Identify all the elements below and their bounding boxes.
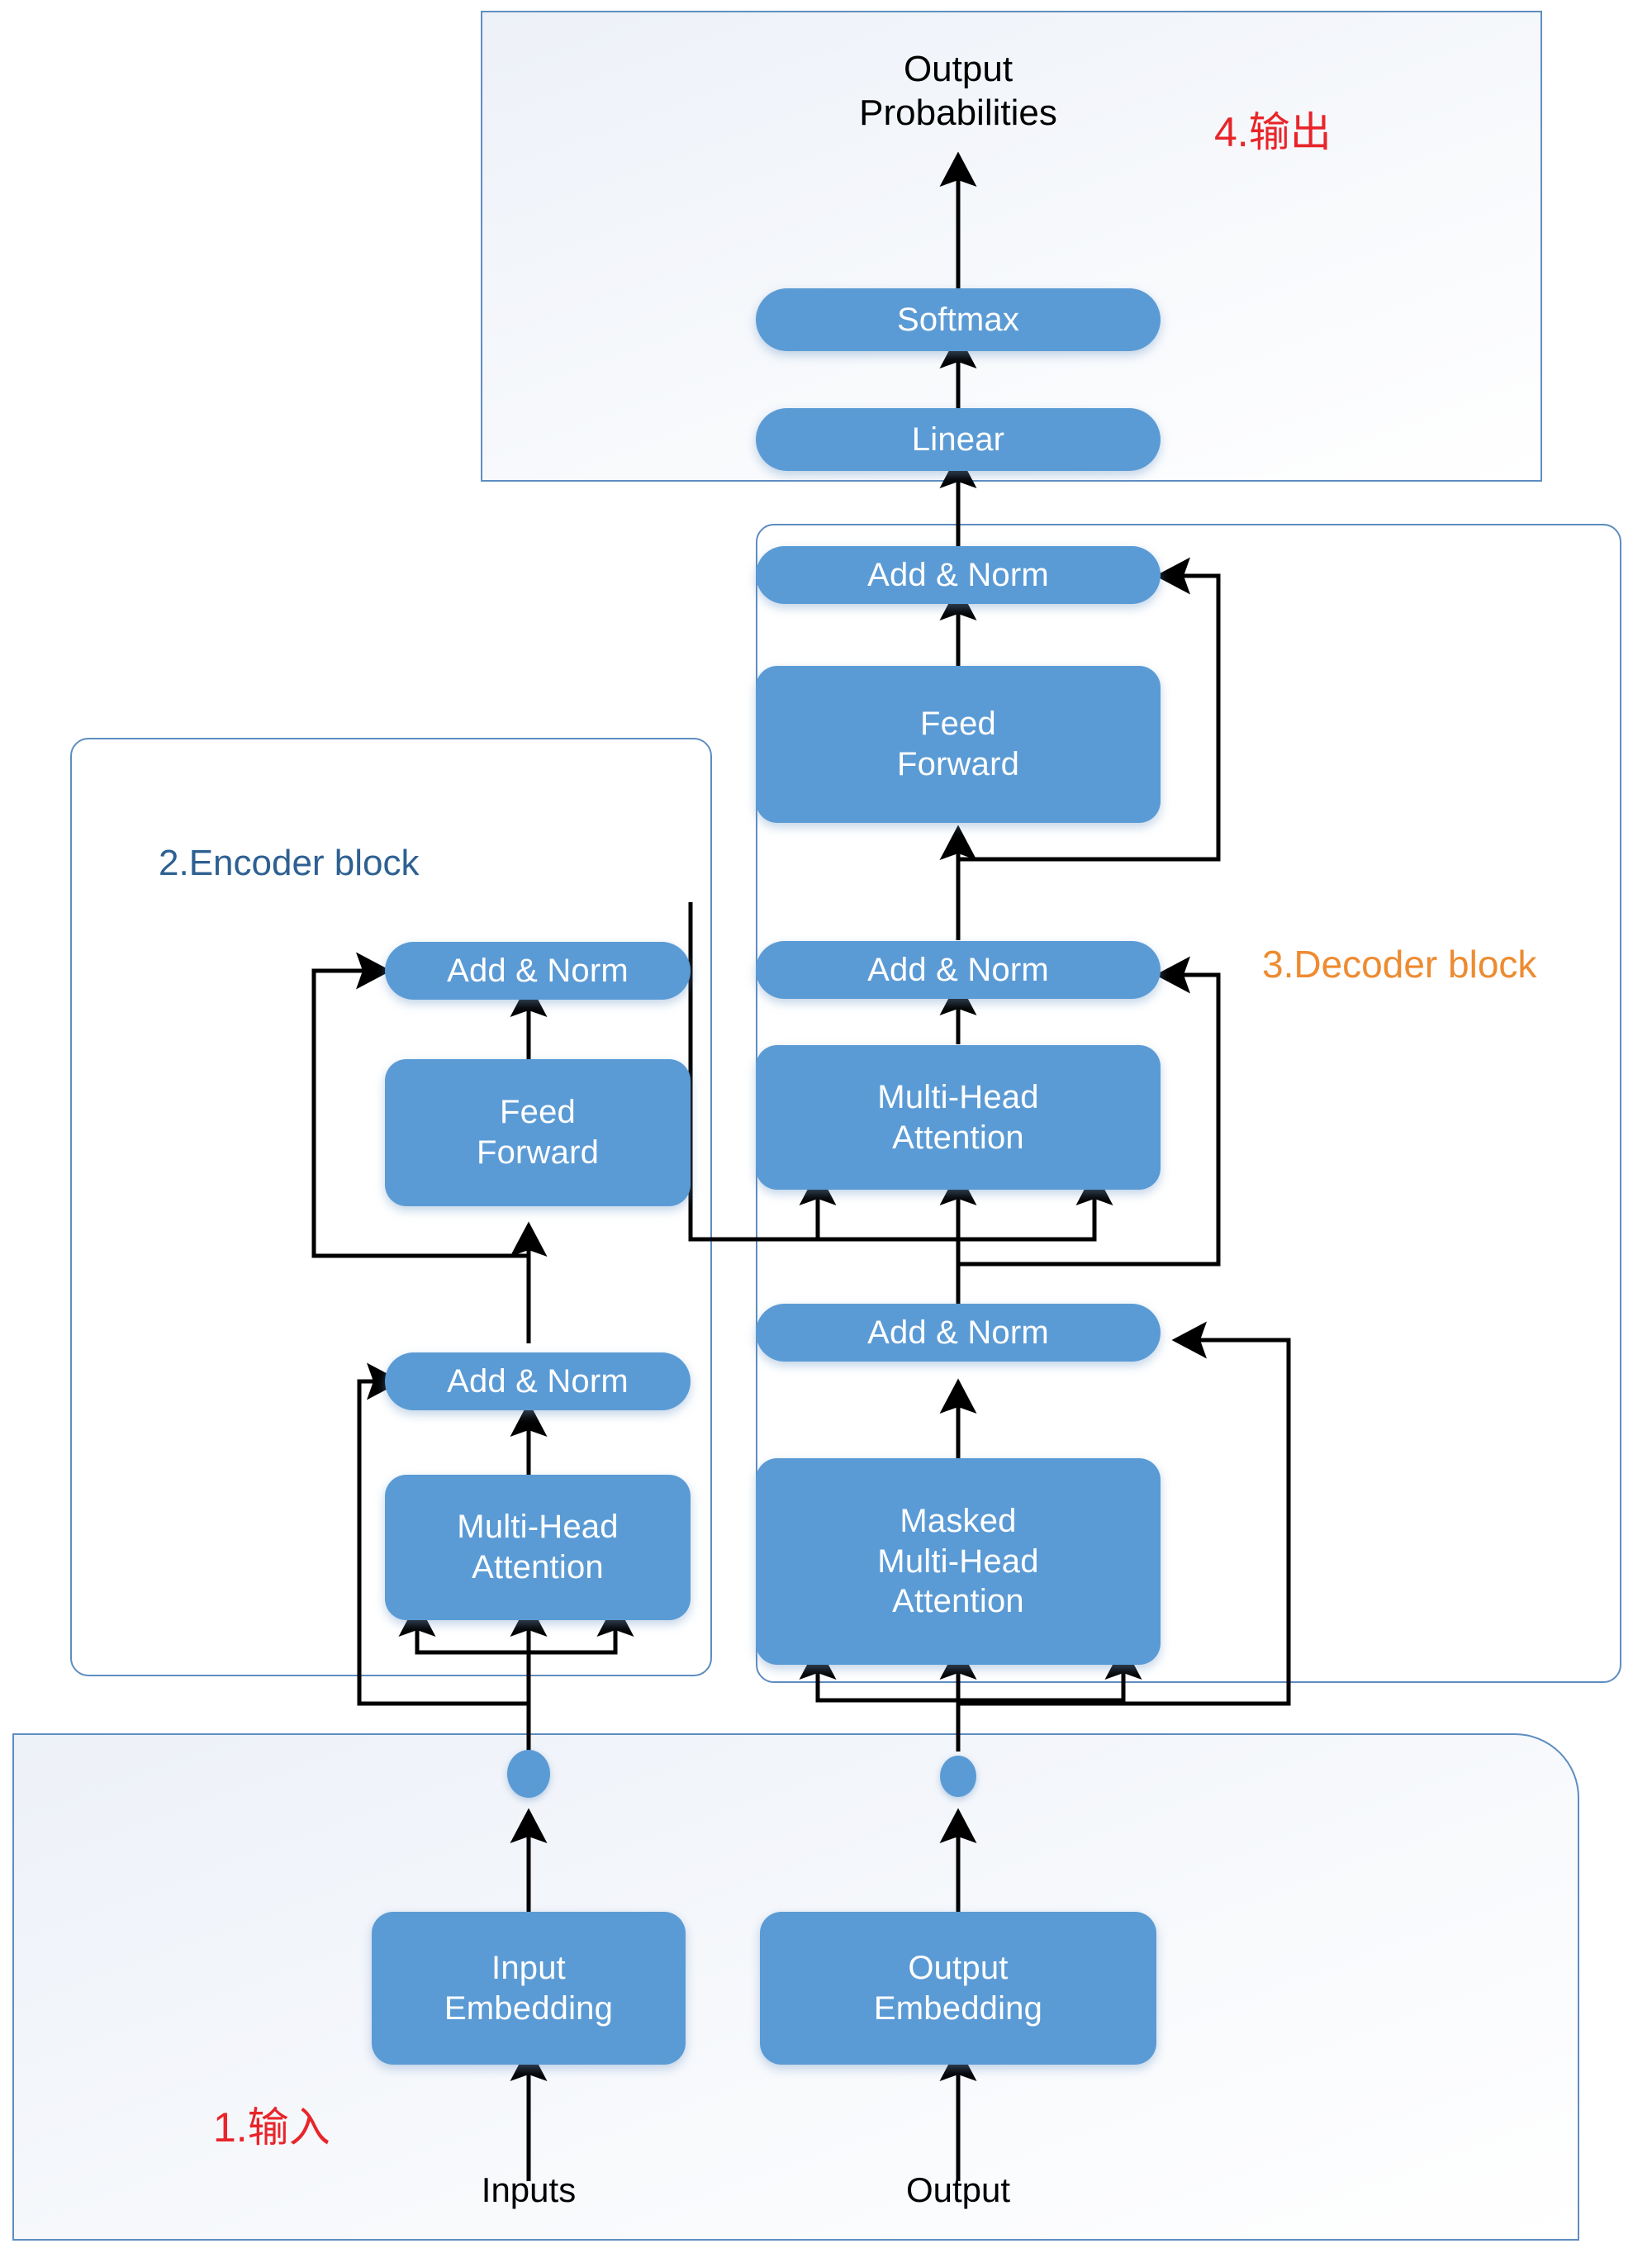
output-section-panel (481, 11, 1542, 482)
inputs-label: Inputs (481, 2170, 577, 2209)
decoder-masked-multi-head-attention-node[interactable]: Masked Multi-Head Attention (756, 1458, 1161, 1665)
section-label-encoder: 2.Encoder block (159, 843, 420, 883)
decoder-add-norm-mid-node[interactable]: Add & Norm (756, 941, 1161, 999)
output-label: Output (905, 2170, 1011, 2209)
input-embedding-node[interactable]: Input Embedding (372, 1912, 686, 2065)
encoder-add-norm-top-node[interactable]: Add & Norm (385, 942, 691, 1000)
encoder-positional-encoding-dot (507, 1750, 550, 1798)
encoder-multi-head-attention-node[interactable]: Multi-Head Attention (385, 1475, 691, 1620)
decoder-add-norm-top-node[interactable]: Add & Norm (756, 546, 1161, 604)
decoder-feed-forward-node[interactable]: Feed Forward (756, 666, 1161, 823)
section-label-output: 4.输出 (1214, 109, 1332, 155)
output-embedding-node[interactable]: Output Embedding (760, 1912, 1156, 2065)
decoder-multi-head-attention-node[interactable]: Multi-Head Attention (756, 1045, 1161, 1190)
output-probabilities-label: Output Probabilities (859, 49, 1057, 133)
linear-node[interactable]: Linear (756, 408, 1161, 471)
section-label-decoder: 3.Decoder block (1262, 943, 1537, 986)
encoder-add-norm-bottom-node[interactable]: Add & Norm (385, 1352, 691, 1410)
decoder-positional-encoding-dot (940, 1756, 976, 1797)
softmax-node[interactable]: Softmax (756, 288, 1161, 351)
encoder-feed-forward-node[interactable]: Feed Forward (385, 1059, 691, 1206)
decoder-add-norm-bottom-node[interactable]: Add & Norm (756, 1304, 1161, 1362)
section-label-input: 1.输入 (213, 2104, 330, 2151)
